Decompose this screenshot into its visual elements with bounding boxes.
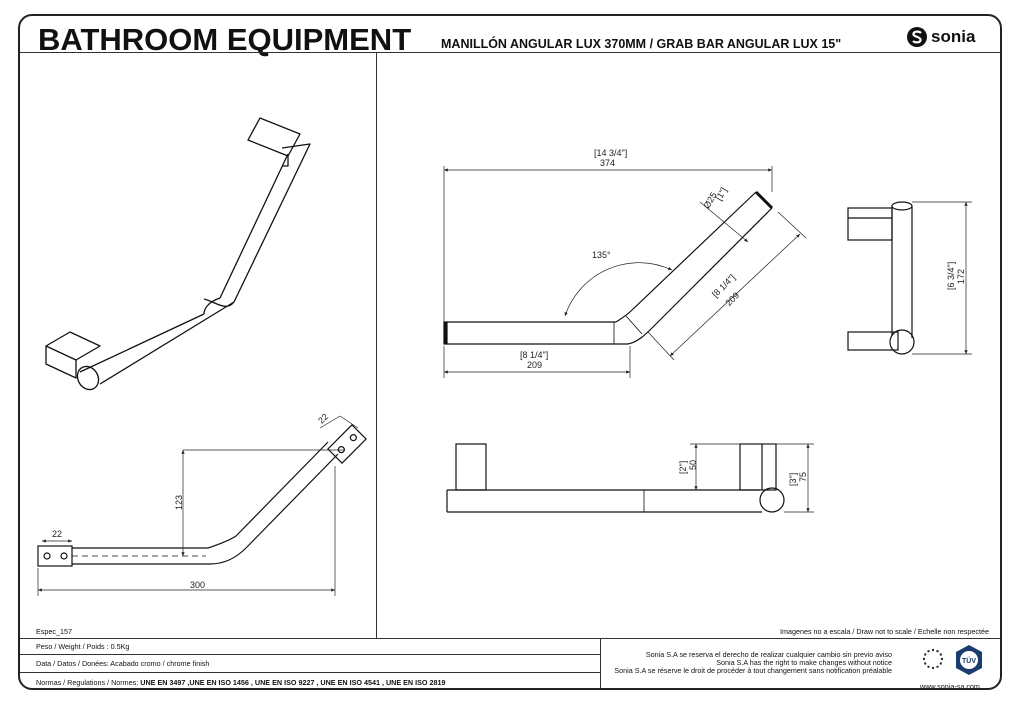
norms-info: Normas / Regulations / Normes: UNE EN 34…: [36, 678, 445, 687]
view-divider: [376, 52, 377, 638]
norms-values: UNE EN 3497 ,UNE EN ISO 1456 , UNE EN IS…: [140, 678, 446, 687]
dim-height: 172: [956, 269, 966, 284]
dim-arm: 209: [724, 290, 742, 308]
finish-info: Data / Datos / Donées: Acabado cromo / c…: [36, 659, 210, 668]
dim-base: 209: [527, 360, 542, 370]
weight-info: Peso / Weight / Poids : 0.5Kg: [36, 642, 130, 651]
dim-top-inch-total: [14 3/4"]: [594, 148, 627, 158]
dim-proj-inch: [2"]: [678, 461, 688, 474]
side-view: [37, 424, 367, 567]
front-view: [443, 190, 774, 345]
legal-es: Sonia S.A se reserva el derecho de reali…: [645, 650, 892, 659]
dim-base-inch: [8 1/4"]: [520, 350, 548, 360]
legal-en: Sonia S.A has the right to make changes …: [716, 658, 892, 667]
brand-logo: sonia: [906, 26, 975, 48]
side-view-dimensions: [37, 415, 359, 596]
dim-side-22a: 22: [52, 529, 62, 539]
dim-depth-inch: [3"]: [788, 473, 798, 486]
front-view-dimensions: [443, 166, 807, 378]
right-side-dimensions: [912, 201, 972, 355]
right-side-view: [847, 201, 915, 355]
top-view: [446, 443, 785, 513]
legal-fr: Sonia S.A se réserve le droit de procéde…: [614, 666, 892, 675]
eu-stars-icon: [922, 648, 944, 670]
website: www.sonia-sa.com: [920, 682, 980, 690]
header-divider: [20, 52, 1000, 53]
top-view-dimensions: [690, 443, 814, 513]
spec-sheet: BATHROOM EQUIPMENT MANILLÓN ANGULAR LUX …: [18, 14, 1002, 690]
content-footer-divider: [20, 638, 1000, 639]
dim-depth: 75: [798, 472, 808, 482]
dim-angle: 135°: [592, 250, 611, 260]
footer-split: [600, 638, 601, 688]
spec-code: Espec_157: [36, 627, 72, 636]
footer-row-divider-1: [20, 654, 600, 655]
dim-proj: 50: [688, 460, 698, 470]
technical-drawings: 22 22 123 300: [37, 117, 972, 596]
tuv-badge-icon: TÜV: [956, 645, 982, 675]
brand-name: sonia: [931, 27, 976, 46]
page-title: BATHROOM EQUIPMENT: [38, 22, 412, 57]
dim-top-total: 374: [600, 158, 615, 168]
dim-side-123: 123: [174, 495, 184, 510]
dim-side-300: 300: [190, 580, 205, 590]
dim-side-22b: 22: [316, 412, 330, 426]
norms-label: Normas / Regulations / Normes:: [36, 678, 139, 687]
dim-height-inch: [6 3/4"]: [946, 262, 956, 290]
product-subtitle: MANILLÓN ANGULAR LUX 370MM / GRAB BAR AN…: [441, 37, 842, 51]
sonia-s-icon: [907, 27, 927, 47]
isometric-view: [45, 117, 311, 391]
tuv-label: TÜV: [962, 656, 976, 665]
scale-note: Imagenes no a escala / Draw not to scale…: [780, 627, 989, 636]
footer-row-divider-2: [20, 672, 600, 673]
